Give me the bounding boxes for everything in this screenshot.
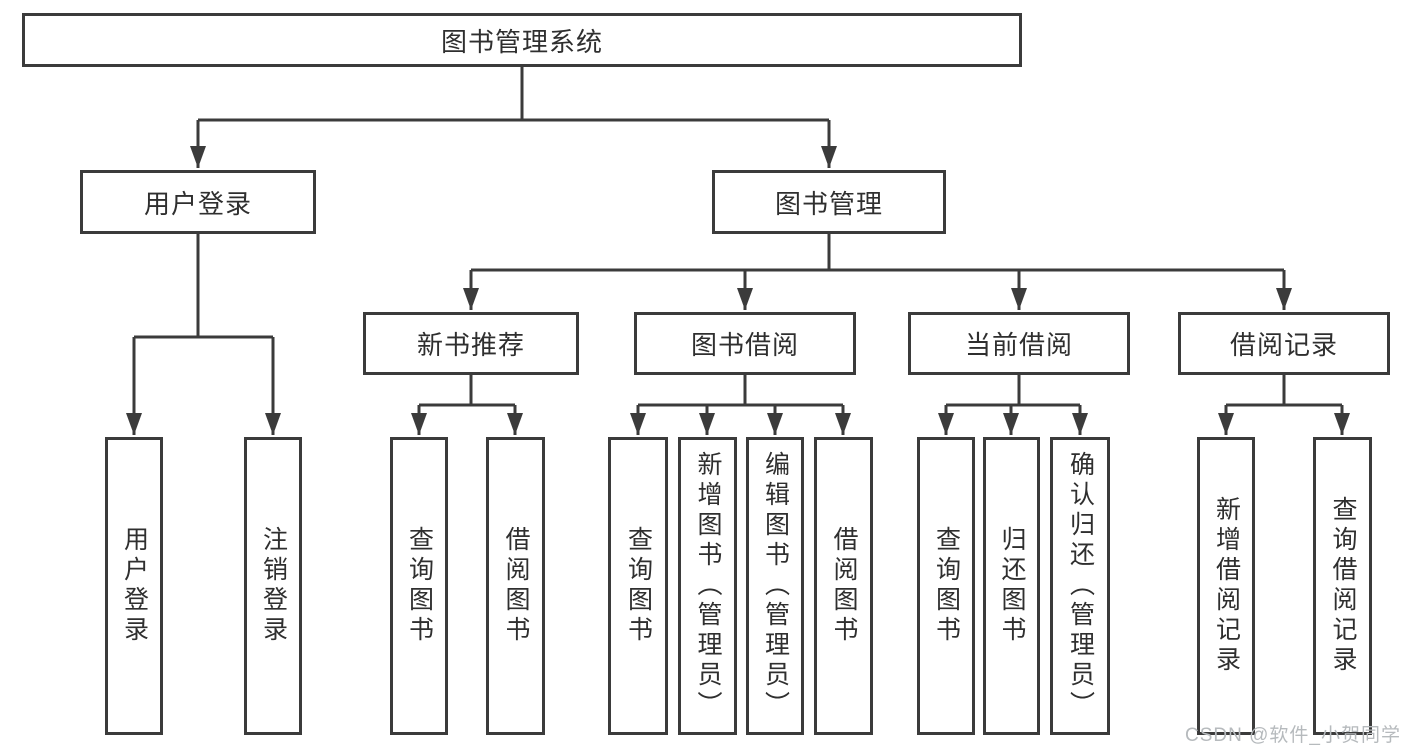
leaf-borrowing-edit-books-admin: 编辑图书（管理员） — [746, 437, 804, 735]
leaf-recommend-borrow-books: 借阅图书 — [486, 437, 545, 735]
leaf-user-login: 用户登录 — [105, 437, 163, 735]
node-current-borrowing: 当前借阅 — [908, 312, 1130, 375]
node-borrowing-records: 借阅记录 — [1178, 312, 1390, 375]
node-user-login: 用户登录 — [80, 170, 316, 234]
leaf-borrowing-add-books-admin: 新增图书（管理员） — [678, 437, 737, 735]
node-new-book-recommendation: 新书推荐 — [363, 312, 579, 375]
leaf-borrowing-query-books: 查询图书 — [608, 437, 668, 735]
watermark-text: CSDN @软件_小贺同学 — [1185, 725, 1401, 746]
leaf-logout-login: 注销登录 — [244, 437, 302, 735]
node-library-system: 图书管理系统 — [22, 13, 1022, 67]
leaf-records-add-record: 新增借阅记录 — [1197, 437, 1255, 735]
leaf-current-return-books: 归还图书 — [983, 437, 1040, 735]
leaf-current-query-books: 查询图书 — [917, 437, 975, 735]
node-book-borrowing: 图书借阅 — [634, 312, 856, 375]
leaf-records-query-record: 查询借阅记录 — [1313, 437, 1372, 735]
leaf-borrowing-borrow-books: 借阅图书 — [814, 437, 873, 735]
node-book-management: 图书管理 — [712, 170, 946, 234]
leaf-recommend-query-books: 查询图书 — [390, 437, 448, 735]
leaf-current-confirm-return-admin: 确认归还（管理员） — [1050, 437, 1110, 735]
